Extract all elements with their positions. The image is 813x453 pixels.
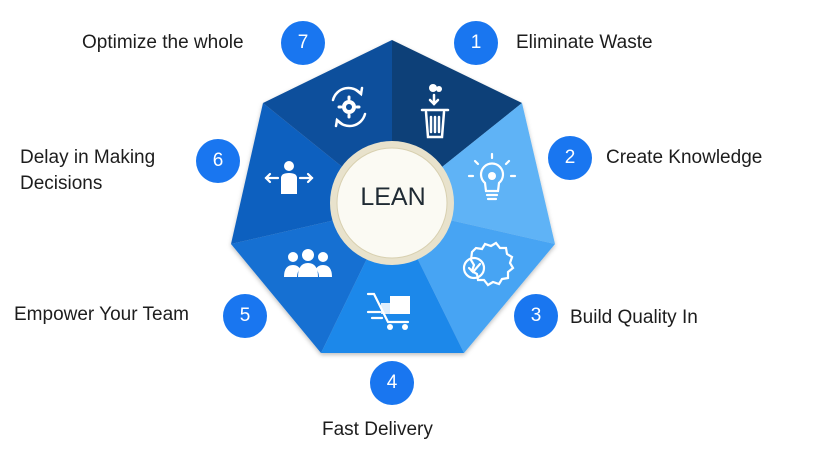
step-4-badge: 4 — [370, 361, 414, 405]
step-2-label: Create Knowledge — [606, 147, 763, 168]
team-icon — [284, 249, 332, 277]
decision-person-icon — [264, 161, 314, 194]
center-circle — [336, 147, 448, 259]
step-6-label-line-1: Delay in Making — [20, 147, 156, 168]
step-1-badge: 1 — [454, 21, 498, 65]
trash-icon — [420, 84, 450, 139]
step-3-badge: 3 — [514, 294, 558, 338]
step-7-badge: 7 — [281, 21, 325, 65]
step-4-label: Fast Delivery — [322, 419, 433, 440]
step-6-label-line-2: Decisions — [20, 173, 103, 194]
delivery-cart-icon — [366, 292, 410, 330]
step-7-label: Optimize the whole — [82, 32, 244, 53]
segment-fast-delivery — [321, 207, 464, 353]
quality-badge-icon — [462, 241, 515, 287]
center-label: LEAN — [360, 183, 426, 211]
step-2-badge: 2 — [548, 136, 592, 180]
cycle-gear-icon — [331, 86, 367, 128]
step-6-badge: 6 — [196, 139, 240, 183]
lightbulb-icon — [467, 152, 517, 201]
step-3-label: Build Quality In — [570, 307, 698, 328]
step-5-label: Empower Your Team — [14, 304, 189, 325]
step-1-label: Eliminate Waste — [516, 32, 653, 53]
step-5-badge: 5 — [223, 294, 267, 338]
